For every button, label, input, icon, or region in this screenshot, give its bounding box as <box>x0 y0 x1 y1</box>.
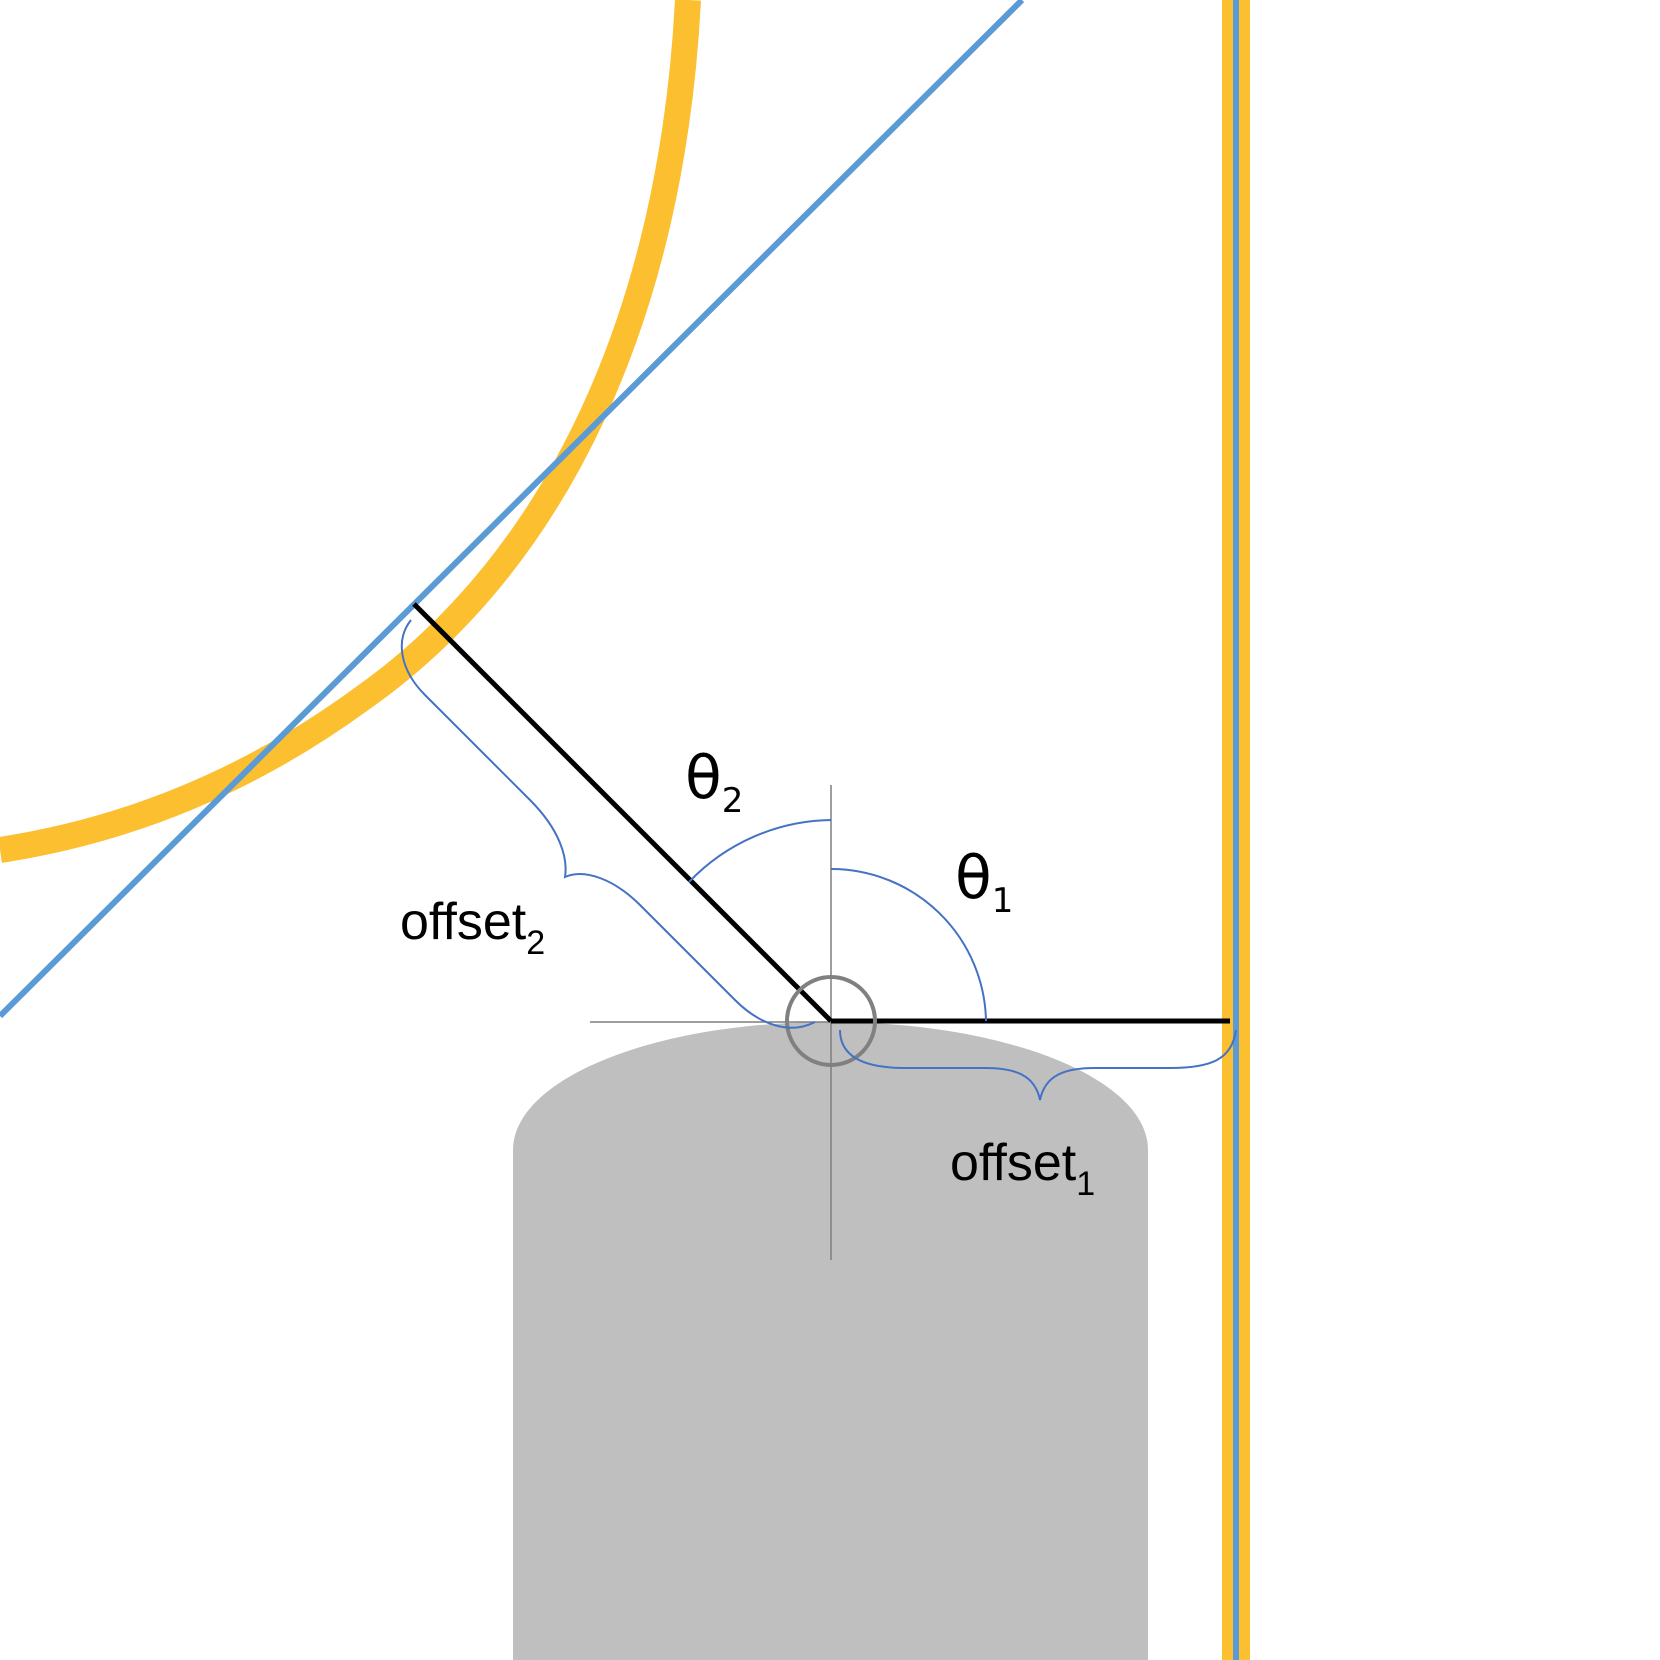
theta2-arc <box>688 819 832 883</box>
pivot-joint <box>785 975 877 1067</box>
curved-wall <box>0 0 701 863</box>
offset2-label: offset2 <box>400 893 545 962</box>
theta2-label: θ2 <box>685 743 743 821</box>
offset1-bracket <box>839 1029 1237 1101</box>
offset2-bracket <box>400 619 816 1029</box>
arm-segment-2 <box>412 602 833 1023</box>
robot-body <box>513 1022 1148 1660</box>
theta1-arc <box>830 868 987 1022</box>
theta1-label: θ1 <box>955 843 1013 921</box>
tangent-line-diagonal <box>0 0 1025 1019</box>
offset1-label: offset1 <box>950 1134 1095 1203</box>
